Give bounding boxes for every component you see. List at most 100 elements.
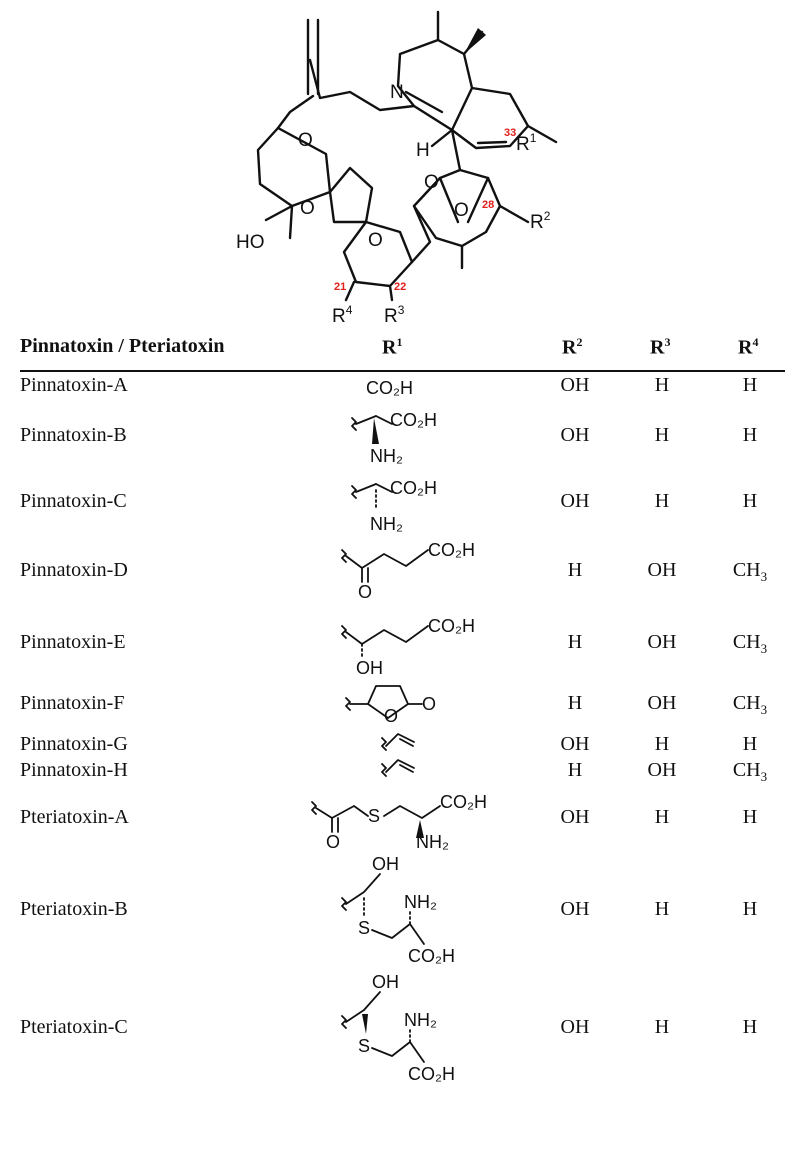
core-r3: R [384,306,398,325]
r4-value: CH3 [732,692,768,717]
r4-value: H [742,898,758,920]
svg-text:CO₂H: CO₂H [366,378,413,398]
svg-text:O: O [384,706,398,726]
r2-value: H [567,559,583,581]
r3-value: OH [647,759,677,781]
table-row: Pinnatoxin-D CO₂H O H OH CH3 [20,536,785,606]
header-r4: R4 [738,335,759,359]
atom-o-bridge-1: O [424,172,439,193]
svg-text:O: O [358,582,372,602]
table-row: Pteriatoxin-B OH S NH₂ CO₂H OH H H [20,852,785,968]
position-22: 22 [394,281,406,293]
table-row: Pinnatoxin-A CO₂H OH H H [20,370,785,402]
r4-value: H [742,424,758,446]
core-atom-labels: N H O O O O O HO R1 R2 R3 R4 [236,82,551,325]
r2-value: OH [560,424,590,446]
table-row: Pteriatoxin-C OH S NH₂ CO₂H OH H H [20,968,785,1088]
header-r1: R1 [382,335,403,359]
svg-text:O: O [326,832,340,852]
svg-text:NH₂: NH₂ [370,446,403,466]
svg-text:OH: OH [372,854,399,874]
r1-substituent-structure: O O [280,678,520,733]
r2-value: OH [560,898,590,920]
r2-value: OH [560,1016,590,1038]
r3-value: H [654,898,670,920]
compound-name: Pinnatoxin-A [20,374,128,396]
position-21: 21 [334,281,346,293]
atom-o-spiro: O [300,198,315,219]
svg-text:R1: R1 [516,131,537,155]
r1-substituent-structure: OH S NH₂ CO₂H [280,852,520,969]
r2-value: OH [560,733,590,755]
r1-substituent-structure [280,730,520,761]
r1-substituent-structure: S CO₂H O NH₂ [280,786,520,853]
compound-name: Pinnatoxin-H [20,759,128,781]
core-r1: R [516,134,530,155]
atom-ho: HO [236,232,265,253]
r4-value: H [742,806,758,828]
r3-value: H [654,733,670,755]
r3-value: H [654,424,670,446]
substituent-table: Pinnatoxin / Pteriatoxin R1 R2 R3 R4 Pin… [20,325,785,1084]
r2-value: OH [560,490,590,512]
compound-name: Pinnatoxin-E [20,631,126,653]
compound-name: Pteriatoxin-C [20,1016,128,1038]
table-row: Pinnatoxin-H H OH CH3 [20,758,785,784]
svg-text:NH₂: NH₂ [416,832,449,852]
svg-text:CO₂H: CO₂H [408,1064,455,1084]
r4-value: H [742,490,758,512]
table-header: Pinnatoxin / Pteriatoxin R1 R2 R3 R4 [20,325,785,372]
r1-substituent-structure: CO₂H OH [280,612,520,681]
svg-text:R4: R4 [332,303,353,325]
svg-text:OH: OH [356,658,383,678]
svg-text:CO₂H: CO₂H [428,540,475,560]
svg-text:CO₂H: CO₂H [440,792,487,812]
core-structure-diagram: N H O O O O O HO R1 R2 R3 R4 33 28 21 22 [236,10,558,325]
svg-text:NH₂: NH₂ [404,892,437,912]
r3-value: OH [647,559,677,581]
r1-substituent-structure: CO₂H [280,372,520,407]
header-name: Pinnatoxin / Pteriatoxin [20,335,225,357]
atom-n: N [390,82,404,103]
svg-text:R3: R3 [384,303,405,325]
r2-value: H [567,692,583,714]
r4-value: CH3 [732,631,768,656]
svg-text:CO₂H: CO₂H [428,616,475,636]
r2-value: OH [560,806,590,828]
atom-o-left: O [298,130,313,151]
core-r4: R [332,306,346,325]
header-r2: R2 [562,335,583,359]
compound-name: Pinnatoxin-C [20,490,127,512]
r3-value: H [654,1016,670,1038]
svg-text:OH: OH [372,972,399,992]
atom-o-bridge-2: O [454,200,469,221]
position-33: 33 [504,127,516,139]
svg-text:S: S [358,1036,370,1056]
svg-text:R2: R2 [530,209,551,233]
atom-o-central: O [368,230,383,251]
r1-substituent-structure: CO₂H NH₂ [280,474,520,537]
r1-substituent-structure: CO₂H O [280,536,520,605]
compound-name: Pinnatoxin-D [20,559,128,581]
compound-name: Pinnatoxin-F [20,692,125,714]
svg-text:S: S [368,806,380,826]
core-r2: R [530,212,544,233]
r4-value: H [742,1016,758,1038]
r1-substituent-structure: OH S NH₂ CO₂H [280,970,520,1087]
position-numbers: 33 28 21 22 [334,127,516,293]
r4-value: CH3 [732,559,768,584]
r3-value: H [654,374,670,396]
r3-value: OH [647,631,677,653]
compound-name: Pteriatoxin-B [20,898,128,920]
r2-value: H [567,759,583,781]
r4-value: H [742,374,758,396]
r2-value: OH [560,374,590,396]
r4-value: CH3 [732,759,768,784]
svg-text:CO₂H: CO₂H [390,478,437,498]
r2-value: H [567,631,583,653]
